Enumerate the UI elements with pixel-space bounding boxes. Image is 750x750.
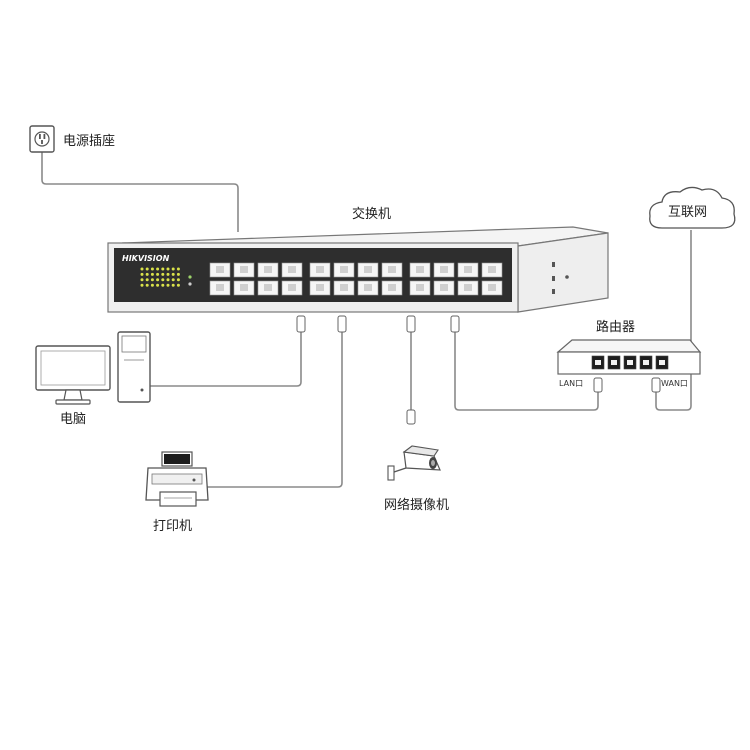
switch-led bbox=[166, 267, 170, 271]
switch-led bbox=[140, 283, 144, 287]
switch-led bbox=[156, 267, 160, 271]
switch-port-socket bbox=[464, 266, 472, 273]
switch-led bbox=[145, 278, 149, 282]
router-device bbox=[556, 339, 702, 375]
switch-port-socket bbox=[288, 266, 296, 273]
switch-led bbox=[150, 278, 154, 282]
switch-led bbox=[161, 278, 165, 282]
switch-router-cable bbox=[454, 332, 599, 411]
switch-port-socket bbox=[340, 266, 348, 273]
switch-port-socket bbox=[316, 266, 324, 273]
router-port-socket bbox=[627, 360, 633, 365]
switch-port-socket bbox=[440, 266, 448, 273]
power-cable bbox=[41, 152, 239, 232]
switch-led bbox=[166, 272, 170, 276]
switch-port-socket bbox=[240, 284, 248, 291]
internet-cable bbox=[655, 230, 692, 411]
switch-led bbox=[176, 278, 180, 282]
switch-port-socket bbox=[464, 284, 472, 291]
router-port-socket bbox=[611, 360, 617, 365]
switch-led bbox=[156, 272, 160, 276]
switch-port-socket bbox=[364, 284, 372, 291]
internet-cloud-icon bbox=[649, 186, 736, 229]
switch-led bbox=[171, 283, 175, 287]
lan-port-label: LAN口 bbox=[559, 379, 583, 388]
switch-port-socket bbox=[488, 266, 496, 273]
wan-port-label: WAN口 bbox=[661, 379, 688, 388]
printer-icon bbox=[145, 451, 209, 507]
switch-port-socket bbox=[388, 266, 396, 273]
switch-led bbox=[171, 267, 175, 271]
router-port-socket bbox=[659, 360, 665, 365]
router-cable-plugs bbox=[593, 377, 661, 393]
switch-port-socket bbox=[488, 284, 496, 291]
switch-port-socket bbox=[388, 284, 396, 291]
switch-port-socket bbox=[264, 266, 272, 273]
switch-led bbox=[156, 278, 160, 282]
network-switch: HIKVISION bbox=[107, 226, 609, 313]
switch-label: 交换机 bbox=[352, 206, 391, 222]
printer-cable bbox=[206, 332, 343, 488]
switch-port-socket bbox=[316, 284, 324, 291]
switch-led bbox=[171, 278, 175, 282]
switch-port-socket bbox=[264, 284, 272, 291]
switch-led bbox=[176, 283, 180, 287]
switch-port-socket bbox=[240, 266, 248, 273]
switch-led bbox=[150, 267, 154, 271]
computer-cable bbox=[150, 332, 302, 387]
router-label: 路由器 bbox=[596, 319, 635, 335]
switch-led-indicators bbox=[140, 267, 180, 287]
switch-led bbox=[140, 267, 144, 271]
router-port-socket bbox=[595, 360, 601, 365]
switch-brand-logo: HIKVISION bbox=[122, 254, 170, 263]
switch-port-socket bbox=[416, 266, 424, 273]
computer-label: 电脑 bbox=[60, 412, 86, 427]
power-socket-label: 电源插座 bbox=[63, 134, 115, 149]
camera-cable-plug bbox=[406, 409, 416, 425]
switch-led bbox=[176, 267, 180, 271]
switch-led bbox=[140, 272, 144, 276]
switch-port-socket bbox=[440, 284, 448, 291]
computer-icon bbox=[35, 331, 151, 405]
switch-led bbox=[161, 267, 165, 271]
switch-port-socket bbox=[216, 266, 224, 273]
switch-port-socket bbox=[416, 284, 424, 291]
switch-port-socket bbox=[216, 284, 224, 291]
switch-ports bbox=[209, 262, 503, 296]
switch-led bbox=[171, 272, 175, 276]
router-port-socket bbox=[643, 360, 649, 365]
internet-label: 互联网 bbox=[668, 205, 707, 220]
printer-label: 打印机 bbox=[153, 519, 192, 534]
ip-camera-icon bbox=[387, 445, 441, 481]
power-socket-icon bbox=[29, 125, 55, 153]
switch-led bbox=[176, 272, 180, 276]
switch-led bbox=[161, 272, 165, 276]
switch-port-socket bbox=[340, 284, 348, 291]
switch-led bbox=[156, 283, 160, 287]
switch-led bbox=[161, 283, 165, 287]
switch-led bbox=[145, 272, 149, 276]
switch-led bbox=[150, 272, 154, 276]
switch-led bbox=[166, 283, 170, 287]
switch-led bbox=[166, 278, 170, 282]
router-ports bbox=[591, 355, 669, 370]
switch-led bbox=[140, 278, 144, 282]
switch-port-socket bbox=[364, 266, 372, 273]
switch-led bbox=[145, 267, 149, 271]
switch-led bbox=[145, 283, 149, 287]
switch-cable-plugs bbox=[296, 315, 460, 333]
ip-camera-label: 网络摄像机 bbox=[384, 497, 449, 513]
switch-port-socket bbox=[288, 284, 296, 291]
switch-led bbox=[150, 283, 154, 287]
